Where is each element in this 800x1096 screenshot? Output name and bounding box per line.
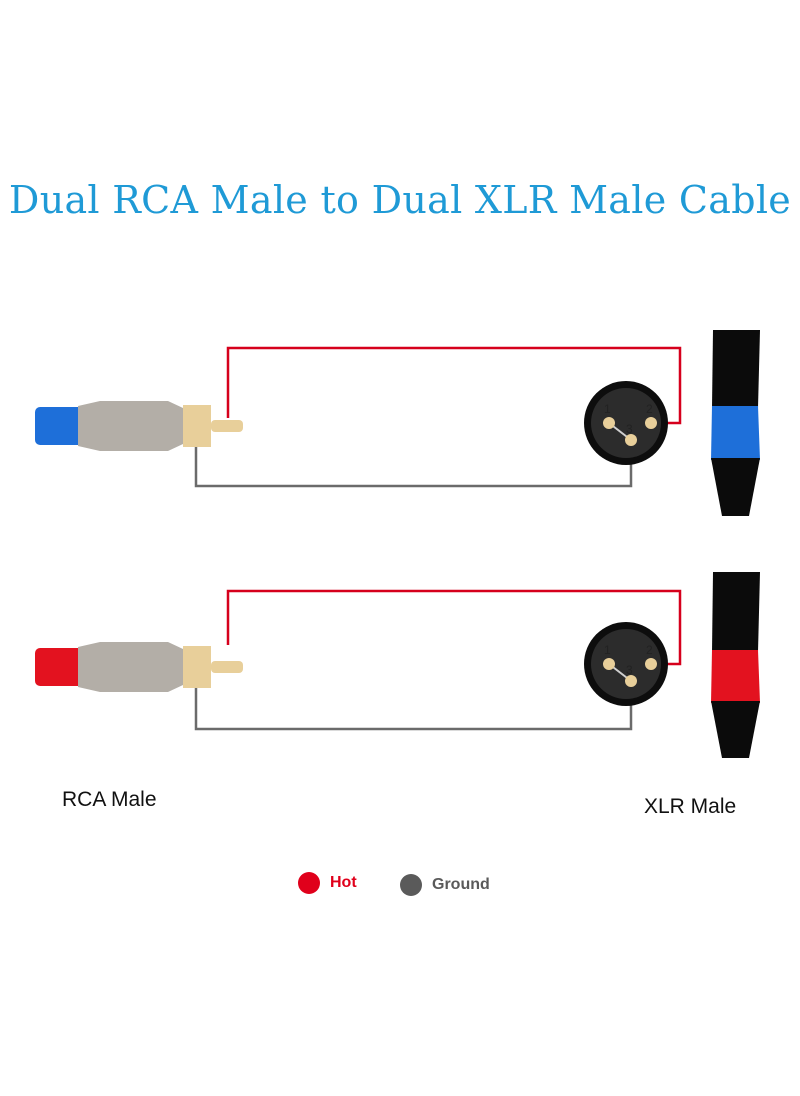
- pin-label-3: 3: [626, 422, 633, 436]
- cable-assembly-blue: 1 2 3: [35, 330, 760, 516]
- xlr-pin-2-red: [645, 658, 657, 670]
- pin-label-2: 2: [646, 643, 653, 657]
- xlr-plug-red: [711, 572, 760, 758]
- xlr-pin-3-blue: [625, 434, 637, 446]
- rca-color-cap-red: [35, 648, 85, 686]
- xlr-pin-1-blue: [603, 417, 615, 429]
- legend-hot-swatch: [298, 872, 320, 894]
- xlr-pin-3-red: [625, 675, 637, 687]
- pin-label-3: 3: [626, 663, 633, 677]
- rca-body-red: [78, 642, 183, 692]
- hot-wire-blue: [226, 346, 682, 425]
- hot-wire-red: [226, 589, 682, 666]
- legend-ground-label: Ground: [432, 876, 490, 893]
- rca-body-blue: [78, 401, 183, 451]
- legend-ground: Ground: [400, 874, 490, 896]
- legend-hot: Hot: [298, 872, 357, 894]
- rca-plug-blue: [35, 401, 243, 451]
- legend-hot-label: Hot: [330, 874, 357, 891]
- pin-label-1: 1: [604, 643, 611, 657]
- rca-pin-blue: [211, 420, 243, 432]
- rca-color-cap-blue: [35, 407, 85, 445]
- pin-label-2: 2: [646, 402, 653, 416]
- rca-pin-red: [211, 661, 243, 673]
- diagram-title: Dual RCA Male to Dual XLR Male Cable: [8, 178, 792, 222]
- ground-wire-red: [194, 681, 633, 731]
- xlr-face-blue: 1 2 3: [584, 381, 668, 465]
- xlr-face-red: 1 2 3: [584, 622, 668, 706]
- rca-collar-red: [183, 646, 211, 688]
- legend-ground-swatch: [400, 874, 422, 896]
- cable-assembly-red: 1 2 3: [35, 572, 760, 758]
- ground-wire-blue: [194, 440, 633, 488]
- xlr-pin-2-blue: [645, 417, 657, 429]
- rca-male-label: RCA Male: [62, 788, 157, 811]
- xlr-pin-1-red: [603, 658, 615, 670]
- rca-collar-blue: [183, 405, 211, 447]
- pin-label-1: 1: [604, 402, 611, 416]
- xlr-male-label: XLR Male: [644, 795, 737, 818]
- xlr-plug-blue: [711, 330, 760, 516]
- rca-plug-red: [35, 642, 243, 692]
